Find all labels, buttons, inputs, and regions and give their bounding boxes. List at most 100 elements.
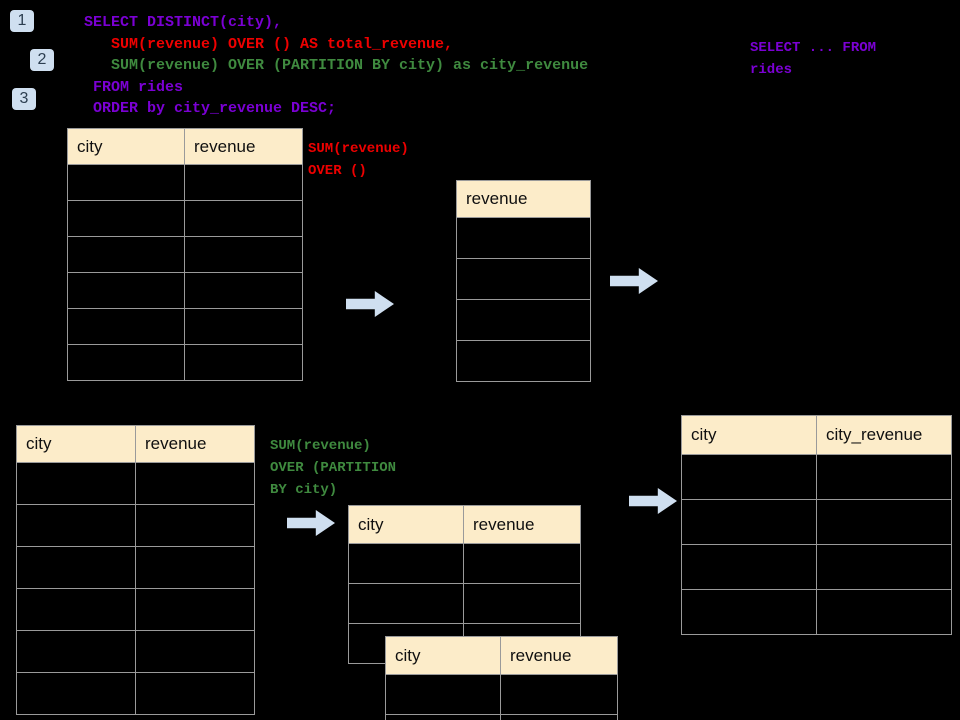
column-header-city: city: [681, 415, 817, 455]
table-row: [16, 672, 255, 715]
table-row: [456, 258, 591, 300]
table-row: [67, 236, 303, 273]
table-cell: [67, 344, 185, 381]
step-badge-2: 2: [30, 49, 54, 71]
table-row: [16, 546, 255, 589]
arrow-shape: [346, 291, 394, 317]
table-row: [456, 217, 591, 259]
table-cell: [456, 299, 591, 341]
table-cell: [681, 589, 817, 635]
table-row: [16, 462, 255, 505]
annotation-sum-over-partition: SUM(revenue) OVER (PARTITION BY city): [270, 438, 397, 498]
table-row: [67, 272, 303, 309]
table-cell: [500, 674, 618, 715]
table-cell: [816, 589, 952, 635]
table-cell: [348, 583, 464, 624]
table-row: [681, 499, 952, 545]
table-cell: [681, 454, 817, 500]
table-cell: [135, 630, 255, 673]
table-cell: [67, 164, 185, 201]
table-row: [385, 674, 618, 715]
step-badge-3: 3: [12, 88, 36, 110]
table-cell: [463, 583, 581, 624]
column-header-revenue: revenue: [135, 425, 255, 463]
sql-line-4: FROM rides: [93, 78, 184, 96]
table-row: [348, 583, 581, 624]
table-cell: [135, 672, 255, 715]
table-row: [16, 588, 255, 631]
column-header-revenue: revenue: [184, 128, 303, 165]
arrow-bottom-right-icon: [629, 488, 677, 514]
table-row: [67, 344, 303, 381]
table-row: [681, 544, 952, 590]
column-header-city: city: [385, 636, 501, 675]
table-cell: [67, 272, 185, 309]
table-row: [348, 543, 581, 584]
table-cell: [67, 308, 185, 345]
table-cell: [16, 588, 136, 631]
column-header-revenue: revenue: [456, 180, 591, 218]
table-cell: [16, 504, 136, 547]
table-cell: [348, 543, 464, 584]
table-cell: [385, 714, 501, 720]
table-cell: [184, 344, 303, 381]
arrow-shape: [629, 488, 677, 514]
table-cell: [135, 546, 255, 589]
table-cell: [16, 672, 136, 715]
table-header-row: revenue: [456, 180, 591, 218]
column-header-city: city: [67, 128, 185, 165]
step-badge-1: 1: [10, 10, 34, 32]
column-header-revenue: revenue: [463, 505, 581, 544]
table-row: [456, 299, 591, 341]
arrow-shape: [287, 510, 335, 536]
table-row: [456, 340, 591, 382]
table-cell: [135, 504, 255, 547]
table-cell: [500, 714, 618, 720]
sql-line-5: ORDER by city_revenue DESC;: [93, 100, 337, 117]
column-header-city: city: [16, 425, 136, 463]
column-header-city: city: [348, 505, 464, 544]
sql-query-block: SELECT DISTINCT(city),SUM(revenue) OVER …: [84, 12, 588, 120]
table-row: [385, 714, 618, 720]
table-cell: [463, 543, 581, 584]
table-row: [67, 308, 303, 345]
table-cell: [184, 308, 303, 345]
table-total-revenue: revenue: [456, 180, 591, 382]
table-row: [16, 630, 255, 673]
table-cell: [456, 340, 591, 382]
table-cell: [456, 217, 591, 259]
table-cell: [681, 544, 817, 590]
table-cell: [16, 546, 136, 589]
sql-line-3: SUM(revenue) OVER (PARTITION BY city) as…: [111, 57, 589, 74]
table-row: [67, 164, 303, 201]
table-cell: [16, 630, 136, 673]
column-header-city_revenue: city_revenue: [816, 415, 952, 455]
table-cell: [385, 674, 501, 715]
arrow-top-right-icon: [610, 268, 658, 294]
table-cell: [67, 200, 185, 237]
arrow-shape: [610, 268, 658, 294]
table-cell: [816, 544, 952, 590]
table-cell: [135, 462, 255, 505]
annotation-select-from: SELECT ... FROM rides: [750, 40, 877, 78]
table-row: [681, 589, 952, 635]
table-row: [16, 504, 255, 547]
annotation-sum-over-empty: SUM(revenue) OVER (): [308, 141, 409, 179]
table-cell: [816, 454, 952, 500]
sql-line-2: SUM(revenue) OVER () AS total_revenue,: [111, 35, 454, 53]
table-cell: [184, 236, 303, 273]
table-cell: [184, 200, 303, 237]
table-cell: [681, 499, 817, 545]
arrow-top-left-icon: [346, 291, 394, 317]
table-cell: [456, 258, 591, 300]
